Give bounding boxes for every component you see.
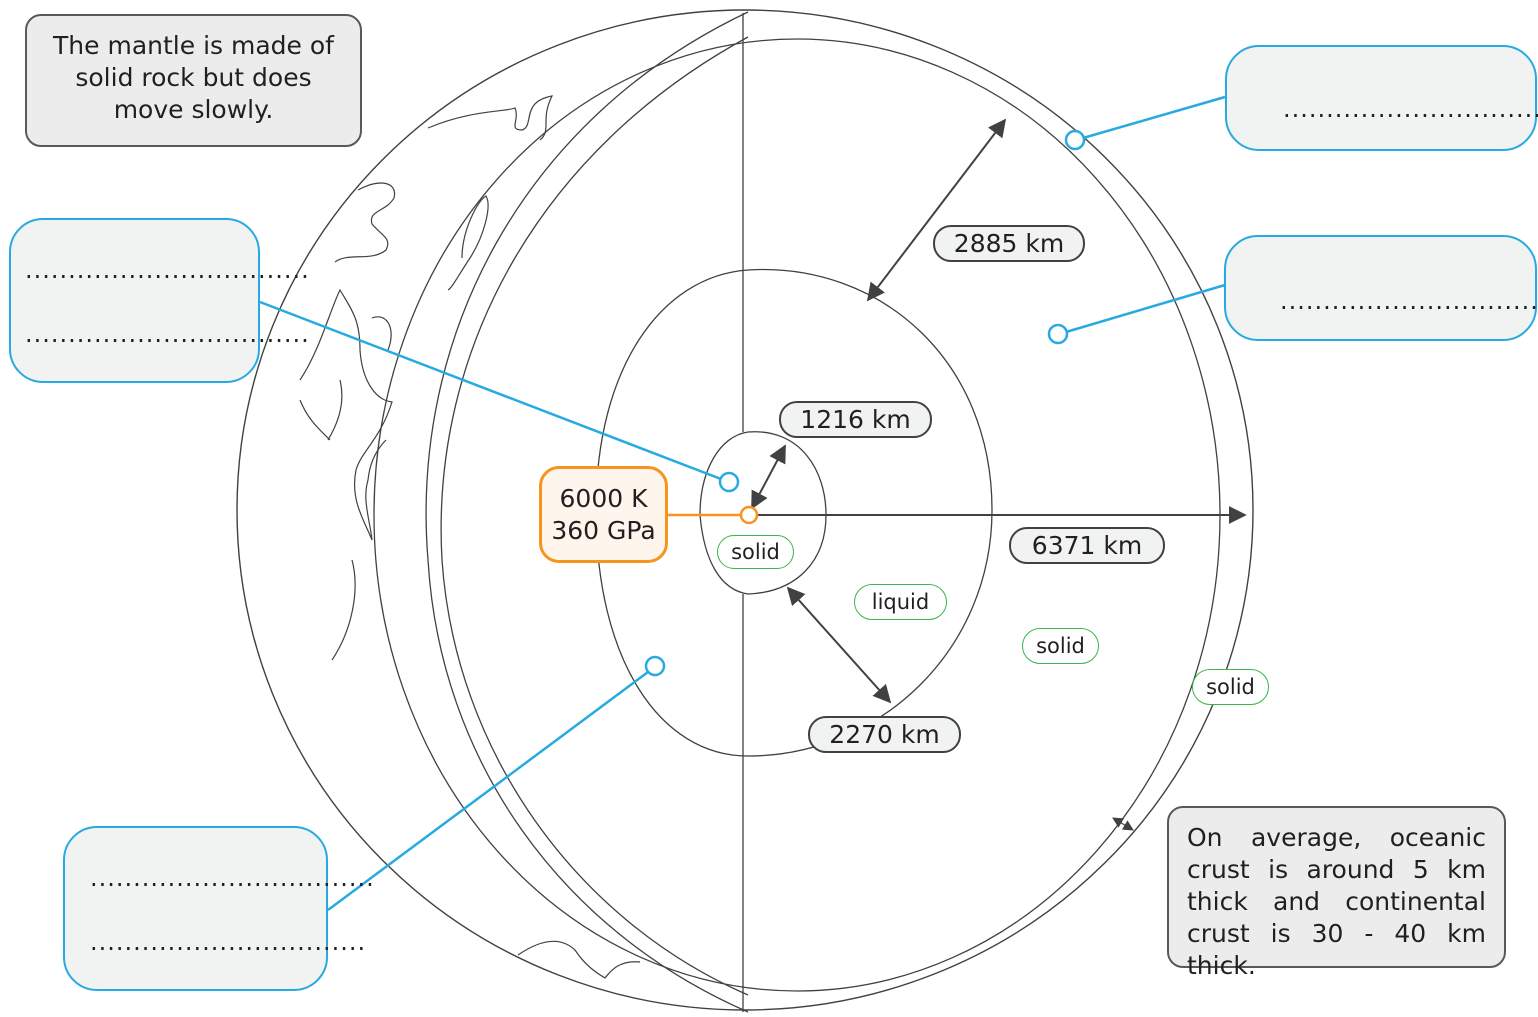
inner-core-blank-line-2[interactable]: ................................. [25,320,310,348]
centre-temperature: 6000 K [559,483,648,513]
mantle-pointer-dot [1047,323,1069,345]
inner-core-radius-arrow [751,444,786,510]
crust-state: solid [1192,669,1269,705]
mantle-note: The mantle is made of solid rock but doe… [25,14,362,147]
cut-face-edge-inner [440,36,749,996]
crust-note-line-2: crust is around 5 km [1187,855,1486,884]
inner-core-pointer-dot [718,471,740,493]
crust-thickness-arrow [1112,817,1134,831]
outer-core-blank-line-2[interactable]: ................................ [90,928,367,956]
centre-pointer-dot [739,505,759,525]
outer-core-blank-line-1[interactable]: ................................. [90,864,375,892]
crust-note-line-4: crust is 30 - 40 km thick. [1187,919,1486,980]
mantle-thickness-label: 2885 km [933,225,1085,262]
continent-shapes [299,95,641,979]
outer-core-boundary [595,268,993,757]
label-pointers [259,95,1226,912]
inner-core-radius-label: 1216 km [779,401,932,438]
outer-core-pointer-dot [644,655,666,677]
inner-core-blank-line-1[interactable]: ................................. [25,256,310,284]
outer-core-thickness-arrow [786,586,892,704]
centre-conditions-box: 6000 K 360 GPa [539,466,668,563]
centre-pressure: 360 GPa [551,515,656,545]
crust-note: On average, oceanic crust is around 5 km… [1167,806,1506,980]
inner-core-state: solid [717,535,794,569]
mantle-thickness-arrow [866,118,1007,302]
crust-label-box[interactable]: .................................. [1225,45,1538,151]
earth-radius-label: 6371 km [1009,527,1165,564]
crust-blank-line[interactable]: .................................. [1283,95,1538,123]
outer-core-label-box[interactable]: ................................. ......… [63,826,374,991]
outer-core-thickness-label: 2270 km [808,716,961,753]
crust-note-line-1: On average, oceanic [1187,823,1486,852]
crust-note-line-3: thick and continental [1187,887,1486,916]
cut-face-edge-outer [425,11,749,1013]
mantle-blank-line[interactable]: .................................. [1280,287,1538,315]
mantle-state: solid [1022,628,1099,664]
mantle-label-box[interactable]: .................................. [1224,235,1538,341]
inner-core-boundary [699,431,827,595]
crust-pointer-dot [1064,129,1086,151]
inner-core-label-box[interactable]: ................................. ......… [9,218,309,383]
outer-core-state: liquid [854,584,947,620]
